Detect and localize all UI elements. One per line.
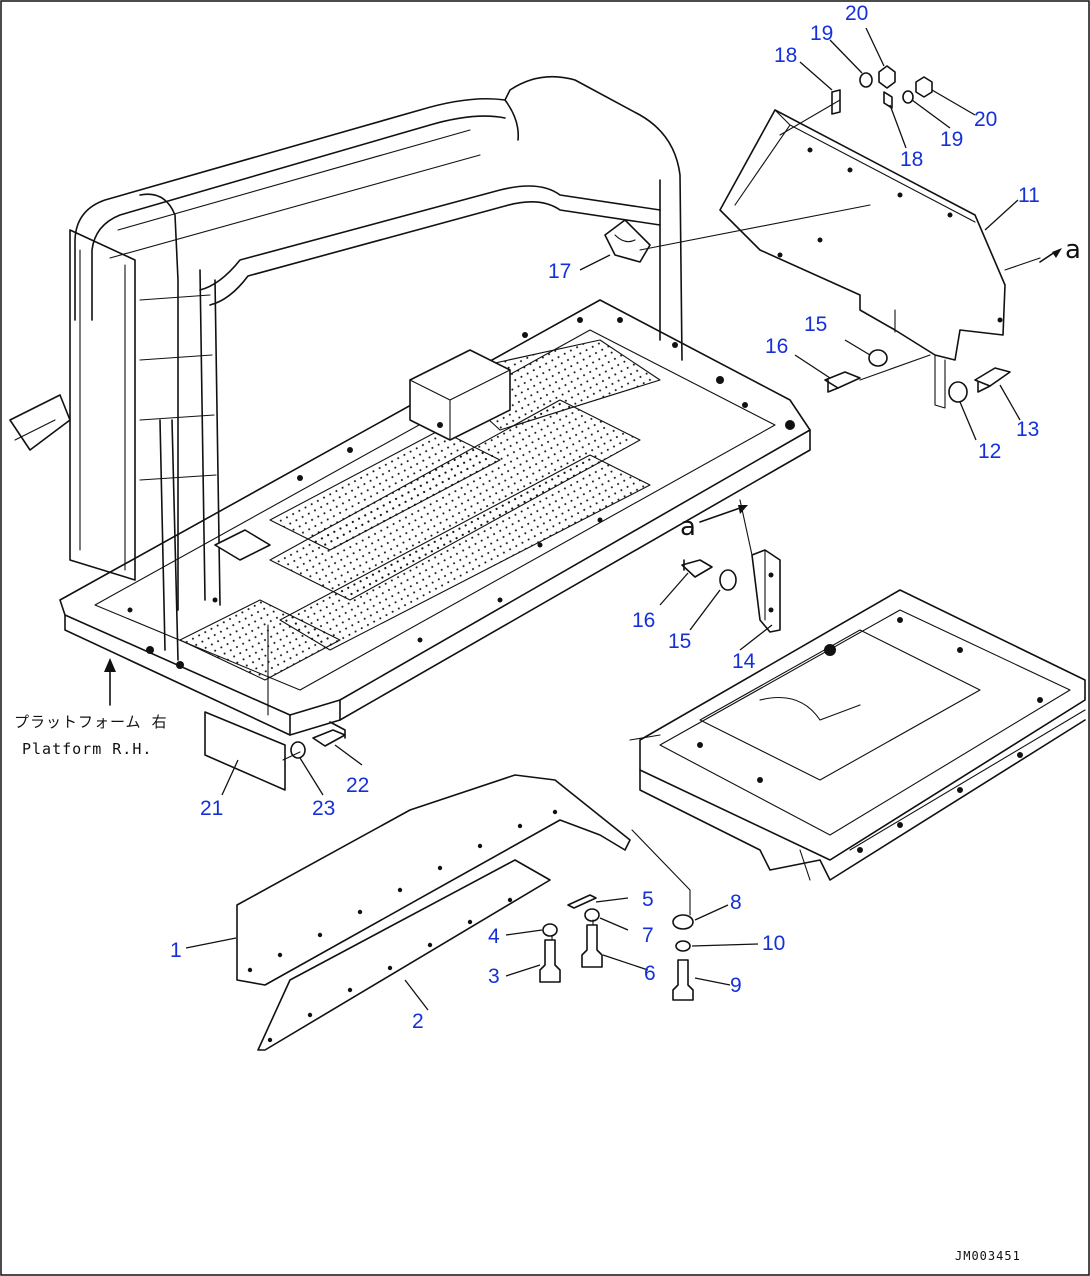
drawing-code: JM003451 [955, 1249, 1021, 1263]
lower-frame [629, 589, 1086, 881]
washer-12 [948, 381, 968, 403]
washer-7 [584, 908, 600, 922]
cover-tab [934, 354, 946, 409]
bolt-16b [681, 559, 713, 578]
bolt-13 [974, 367, 1011, 387]
callout-18-right: 18 [900, 148, 923, 171]
spacer-18b [883, 91, 893, 109]
bracket-14 [751, 549, 781, 633]
deck-grating [179, 339, 661, 681]
fasteners [290, 65, 1011, 1001]
callout-4: 4 [488, 925, 500, 948]
callout-20-right: 20 [974, 108, 997, 131]
washer-10 [675, 940, 691, 952]
callout-23: 23 [312, 797, 335, 820]
callout-8: 8 [730, 891, 742, 914]
washer-19b [902, 90, 914, 104]
reference-arrow-top [1039, 248, 1062, 263]
washer-15a [868, 349, 888, 367]
callout-2: 2 [412, 1010, 424, 1033]
callout-16-lower: 16 [632, 609, 655, 632]
reference-arrow-mid [699, 505, 748, 523]
assembly-lines [267, 99, 1041, 941]
callout-9: 9 [730, 974, 742, 997]
callout-19-right: 19 [940, 128, 963, 151]
callout-16-upper: 16 [765, 335, 788, 358]
leader-lines [185, 27, 1021, 1011]
callout-22: 22 [346, 774, 369, 797]
callout-3: 3 [488, 965, 500, 988]
bolt-6 [581, 924, 603, 968]
callout-numbers: 1 2 3 4 5 6 7 8 9 10 11 12 13 14 15 15 1… [170, 2, 1040, 1033]
nut-20a [878, 65, 896, 89]
nut-20b [915, 76, 933, 98]
plate-21 [204, 711, 286, 791]
washer-15b [719, 569, 737, 591]
callout-15-upper: 15 [804, 313, 827, 336]
reference-a-mid: a [680, 512, 696, 542]
callout-19-left: 19 [810, 22, 833, 45]
bolt-16a [824, 371, 861, 389]
bolt-9 [672, 959, 694, 1001]
callout-11: 11 [1018, 184, 1040, 207]
nut-4 [542, 923, 558, 937]
bolt-3 [539, 939, 561, 983]
reference-a-top: a [1065, 235, 1081, 265]
washer-19a [859, 72, 873, 88]
callout-13: 13 [1016, 418, 1039, 441]
callout-20-left: 20 [845, 2, 868, 25]
platform-caption-en: Platform R.H. [22, 740, 152, 758]
cover-2 [257, 859, 551, 1051]
platform-arrow [104, 658, 116, 706]
bolt-22 [312, 729, 346, 747]
callout-17: 17 [548, 260, 571, 283]
callout-5: 5 [642, 888, 654, 911]
callout-15-lower: 15 [668, 630, 691, 653]
callout-12: 12 [978, 440, 1001, 463]
bracket-17 [604, 219, 651, 263]
callout-10: 10 [762, 932, 785, 955]
shim-5 [567, 894, 597, 909]
cover-11 [719, 109, 1006, 361]
platform-frame [9, 75, 811, 736]
platform-caption-jp: プラットフォーム 右 [14, 713, 168, 731]
callout-21: 21 [200, 797, 223, 820]
callout-1: 1 [170, 939, 182, 962]
callout-18-left: 18 [774, 44, 797, 67]
callout-6: 6 [644, 962, 656, 985]
callout-14: 14 [732, 650, 756, 673]
callout-7: 7 [642, 924, 654, 947]
cover-1 [236, 774, 631, 986]
washer-8 [672, 914, 694, 930]
